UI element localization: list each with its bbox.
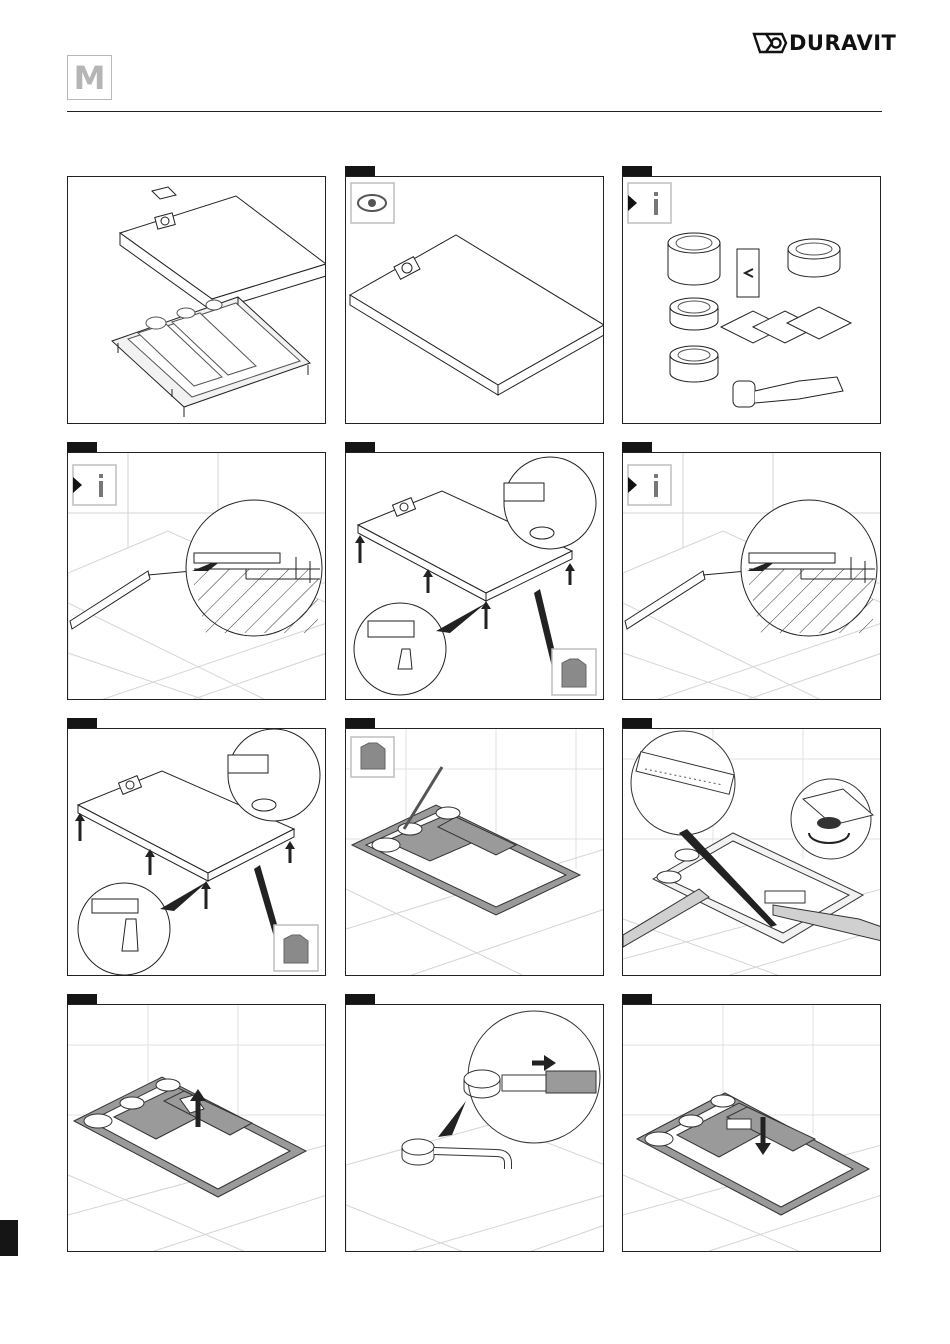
brand-name: DURAVIT [789, 31, 896, 55]
step-12-panel [622, 1004, 881, 1252]
step-10-tab [67, 994, 97, 1004]
step-6-tab [622, 442, 652, 452]
step-11-panel [345, 1004, 604, 1252]
step-12-tab [622, 994, 652, 1004]
step-2-panel [345, 176, 604, 424]
step-7-panel [67, 728, 326, 976]
brand-logo: DURAVIT [752, 26, 887, 60]
duravit-mark-icon [752, 30, 788, 56]
step-8-tab [345, 718, 375, 728]
step-3-panel [622, 176, 881, 424]
step-9-tab [622, 718, 652, 728]
step-7-tab [67, 718, 97, 728]
step-6-panel [622, 452, 881, 700]
step-4-tab [67, 442, 97, 452]
step-9-panel [622, 728, 881, 976]
step-3-tab [622, 166, 652, 176]
step-2-tab [345, 166, 375, 176]
section-letter: M [67, 55, 112, 100]
step-4-panel [67, 452, 326, 700]
page-edge-mark [0, 1220, 18, 1256]
step-5-panel [345, 452, 604, 700]
header-rule [67, 111, 882, 112]
step-10-panel [67, 1004, 326, 1252]
step-8-panel [345, 728, 604, 976]
step-5-tab [345, 442, 375, 452]
step-11-tab [345, 994, 375, 1004]
step-1-panel [67, 176, 326, 424]
